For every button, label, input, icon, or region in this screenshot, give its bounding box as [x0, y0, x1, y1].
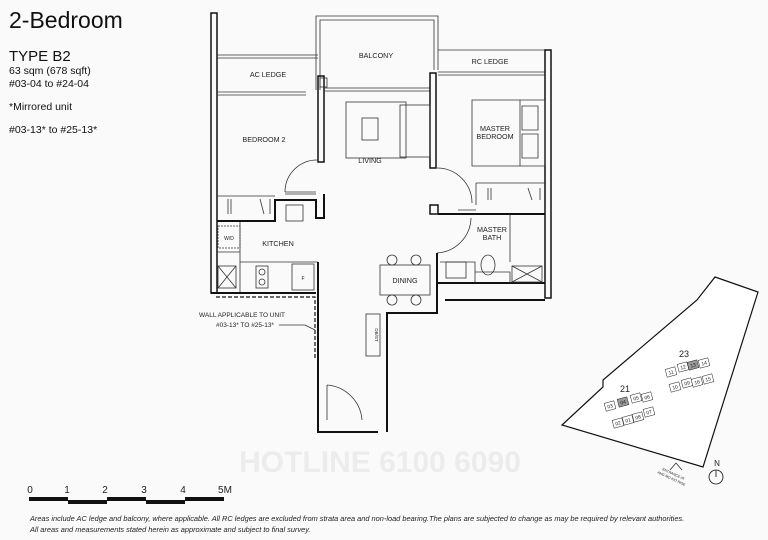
balcony-label: BALCONY	[359, 51, 394, 60]
unit-info: 2-Bedroom TYPE B2 63 sqm (678 sqft) #03-…	[9, 6, 123, 137]
scale-label: 5M	[218, 485, 232, 496]
unit-number: 09	[684, 380, 691, 387]
scale-label: 1	[64, 485, 70, 496]
scale-label: 3	[141, 485, 147, 496]
master-bedroom-label-2: BEDROOM	[476, 132, 513, 141]
unit-number: 10	[672, 384, 679, 391]
mirrored-note: *Mirrored unit	[9, 101, 73, 113]
unit-box	[611, 417, 625, 429]
north-label: N	[714, 459, 720, 468]
unit-box	[616, 396, 630, 408]
unit-number: 08	[635, 414, 642, 421]
room-labels: AC LEDGE BALCONY RC LEDGE BEDROOM 2 LIVI…	[199, 51, 514, 342]
unit-marker: 02	[611, 417, 625, 429]
unit-box	[621, 414, 635, 426]
scale-label: 2	[102, 485, 108, 496]
unit-box	[701, 373, 715, 385]
bedroom2-label: BEDROOM 2	[242, 135, 285, 144]
fridge-label: F	[301, 276, 304, 282]
disclaimer: Areas include AC ledge and balcony, wher…	[30, 513, 684, 535]
ac-ledge-label: AC LEDGE	[250, 70, 287, 79]
unit-marker: 13	[686, 359, 700, 371]
scale-label: 0	[27, 485, 33, 496]
dbst-label: DB/ST	[374, 328, 379, 342]
unit-box	[603, 400, 617, 412]
unit-number: 03	[607, 403, 614, 410]
unit-box	[640, 391, 654, 403]
unit-marker: 16	[690, 376, 704, 388]
unit-number: 16	[694, 379, 701, 386]
unit-marker: 10	[668, 381, 682, 393]
unit-number: 13	[690, 362, 697, 369]
unit-marker: 15	[701, 373, 715, 385]
unit-marker: 04	[616, 396, 630, 408]
unit-marker: 06	[640, 391, 654, 403]
block-21-label: 21	[620, 384, 630, 394]
unit-marker: 07	[642, 406, 656, 418]
unit-marker: 03	[603, 400, 617, 412]
unit-box	[686, 359, 700, 371]
mirrored-units: #03-13* to #25-13*	[9, 124, 98, 136]
disclaimer-line2: All areas and measurements stated herein…	[30, 525, 311, 534]
unit-area: 63 sqm (678 sqft)	[9, 65, 91, 77]
unit-number: 07	[646, 409, 653, 416]
unit-box	[631, 411, 645, 423]
disclaimer-line1: Areas include AC ledge and balcony, wher…	[30, 514, 685, 523]
unit-number: 04	[620, 399, 627, 406]
unit-marker: 05	[629, 392, 643, 404]
unit-marker: 14	[697, 357, 711, 369]
wall-note-line1: WALL APPLICABLE TO UNIT	[199, 312, 285, 319]
unit-number: 15	[705, 376, 712, 383]
unit-marker: 08	[631, 411, 645, 423]
wall-note-line2: #03-13* TO #25-13*	[216, 322, 274, 329]
unit-marker: 01	[621, 414, 635, 426]
unit-box	[690, 376, 704, 388]
unit-range: #03-04 to #24-04	[9, 78, 89, 90]
unit-box	[697, 357, 711, 369]
scale-label: 4	[180, 485, 186, 496]
unit-number: 05	[633, 395, 640, 402]
unit-box	[664, 366, 678, 378]
kitchen-label: KITCHEN	[262, 239, 294, 248]
unit-type: TYPE B2	[9, 48, 71, 65]
unit-number: 12	[680, 364, 687, 371]
unit-number: 06	[644, 394, 651, 401]
block-23-label: 23	[679, 349, 689, 359]
unit-marker: 11	[664, 366, 678, 378]
unit-marker: 09	[680, 377, 694, 389]
watermark: HOTLINE 6100 6090	[239, 446, 521, 479]
wd-label: W/D	[224, 236, 234, 242]
unit-number: 14	[701, 360, 708, 367]
dining-label: DINING	[392, 276, 418, 285]
page-title: 2-Bedroom	[9, 7, 123, 33]
master-bath-label-1: MASTER	[477, 225, 507, 234]
unit-number: 01	[625, 417, 632, 424]
rc-ledge-label: RC LEDGE	[472, 57, 509, 66]
unit-number: 02	[615, 420, 622, 427]
unit-box	[629, 392, 643, 404]
unit-box	[668, 381, 682, 393]
living-label: LIVING	[358, 156, 382, 165]
north-arrow-icon	[708, 469, 724, 485]
unit-number: 11	[668, 369, 675, 376]
master-bath-label-2: BATH	[483, 233, 502, 242]
scale-bar: 0 1 2 3 4 5M	[27, 485, 232, 504]
master-bedroom-label-1: MASTER	[480, 124, 510, 133]
walls	[210, 12, 552, 433]
unit-box	[642, 406, 656, 418]
